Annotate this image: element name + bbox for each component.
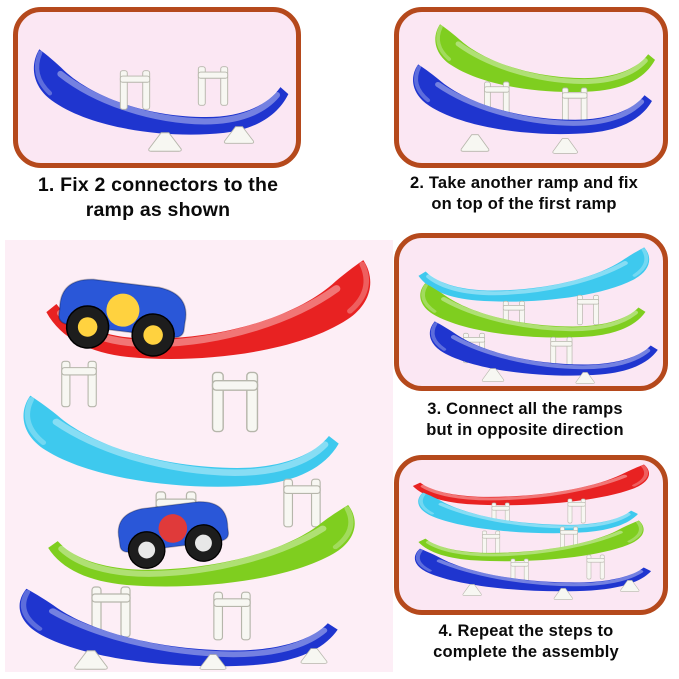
connector-bracket bbox=[550, 336, 573, 368]
step-4-illustration bbox=[399, 460, 663, 600]
step-2-illustration bbox=[399, 12, 663, 154]
green-ramp bbox=[435, 24, 655, 92]
support-foot bbox=[462, 584, 482, 596]
connector-bracket bbox=[482, 530, 501, 556]
step-3-illustration bbox=[399, 238, 663, 384]
step-4-caption: 4. Repeat the steps to complete the asse… bbox=[433, 622, 619, 662]
connector-bracket bbox=[576, 294, 599, 326]
blue-ramp bbox=[34, 49, 289, 134]
support-foot bbox=[148, 132, 182, 152]
support-foot bbox=[481, 368, 505, 382]
assembled-product-photo bbox=[5, 240, 393, 672]
support-foot bbox=[552, 138, 579, 154]
support-foot bbox=[460, 134, 490, 152]
step-2-caption: 2. Take another ramp and fix on top of t… bbox=[409, 174, 639, 214]
red-ramp bbox=[413, 465, 649, 506]
assembled-toy-illustration bbox=[5, 240, 393, 672]
step-3-caption: 3. Connect all the ramps but in opposite… bbox=[426, 400, 624, 440]
step-1-photo-panel bbox=[13, 7, 301, 168]
step-1-illustration bbox=[18, 12, 296, 152]
connector-bracket bbox=[586, 554, 605, 580]
connector-bracket bbox=[561, 87, 588, 123]
connector-bracket bbox=[197, 66, 229, 106]
step-4-photo-panel bbox=[394, 455, 668, 615]
step-1-caption: 1. Fix 2 connectors to the ramp as shown bbox=[37, 174, 279, 221]
cyan-ramp bbox=[418, 247, 649, 301]
step-2-photo-panel bbox=[394, 7, 668, 168]
connector-bracket bbox=[119, 70, 151, 110]
connector-bracket bbox=[567, 498, 586, 524]
step-3-photo-panel bbox=[394, 233, 668, 391]
